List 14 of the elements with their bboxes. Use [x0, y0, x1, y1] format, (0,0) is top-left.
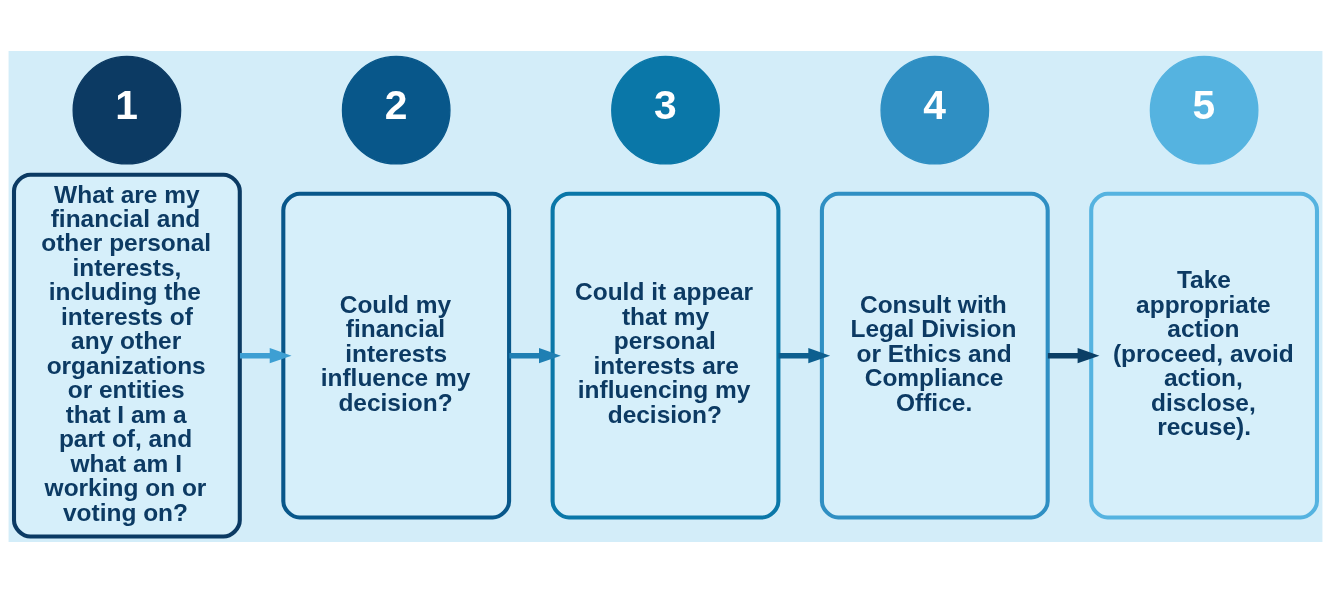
node-circle: 3 — [611, 55, 720, 165]
node-box: Consult with Legal Division or Ethics and Compliance Office. — [819, 191, 1050, 520]
arrow — [509, 347, 561, 363]
node-box: Could it appear that my personal interests are influencing my decision? — [550, 191, 781, 520]
node-box: What are my financial and other personal interests, including the interests of any other organizations or entities that I am a part of, and what am I working on or voting on? — [11, 172, 242, 539]
node-circle: 2 — [341, 55, 451, 165]
arrow — [240, 347, 292, 363]
node-circle: 5 — [1149, 55, 1259, 165]
node-circle: 4 — [880, 55, 990, 165]
node-box: Take appropriate action (proceed, avoid action, disclose, recuse). — [1089, 191, 1320, 520]
arrow — [778, 347, 831, 363]
arrow — [1047, 347, 1100, 363]
node-box: Could my financial interests influence my decision? — [281, 191, 512, 520]
node-circle: 1 — [72, 55, 182, 165]
